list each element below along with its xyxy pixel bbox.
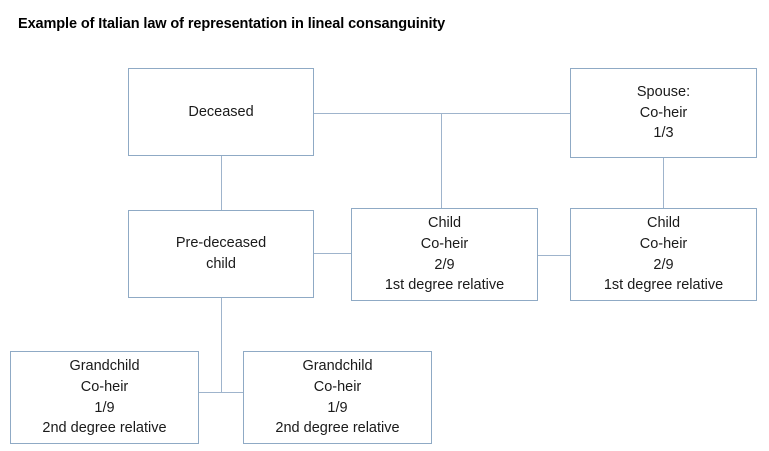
spouse-box-line-2: Co-heir — [639, 104, 688, 121]
spouse-box-line-1: Spouse: — [636, 84, 691, 101]
child-2-box-line-3: 2/9 — [653, 256, 674, 273]
connector-deceased-to-predeceased-child — [221, 155, 222, 211]
grandchild-2-box-line-4: 2nd degree relative — [275, 420, 400, 437]
grandchild-2-box-line-2: Co-heir — [313, 378, 362, 395]
child-1-box-line-4: 1st degree relative — [384, 277, 505, 294]
grandchild-1-box-line-1: Grandchild — [69, 358, 140, 375]
spouse-box-line-3: 1/3 — [653, 125, 674, 142]
child-2-box-line-1: Child — [646, 215, 681, 232]
page-title: Example of Italian law of representation… — [18, 16, 446, 32]
pre-deceased-child-box-line-1: Pre-deceased — [175, 235, 267, 252]
spouse-box[interactable]: Spouse: Co-heir 1/3 — [570, 68, 757, 158]
connector-predeceased-child-to-grandchildren — [221, 297, 222, 393]
grandchild-1-box-line-3: 1/9 — [94, 399, 115, 416]
grandchild-1-box-line-2: Co-heir — [80, 378, 129, 395]
pre-deceased-child-box-line-2: child — [206, 256, 236, 272]
pre-deceased-child-box[interactable]: Pre-deceased child — [128, 210, 314, 298]
connector-predeceased-child-to-child-1 — [313, 253, 352, 254]
connector-spouse-to-child-2 — [663, 157, 664, 209]
child-2-box-line-4: 1st degree relative — [603, 277, 724, 294]
grandchild-2-box-line-1: Grandchild — [302, 358, 373, 375]
deceased-box-line-1: Deceased — [188, 103, 254, 120]
connector-child-1-to-child-2 — [537, 255, 571, 256]
connector-deceased-to-spouse — [313, 113, 571, 114]
deceased-box[interactable]: Deceased — [128, 68, 314, 156]
connector-marriage-to-child-1 — [441, 113, 442, 209]
child-1-box-line-1: Child — [427, 215, 462, 232]
connector-grandchild-1-to-grandchild-2 — [198, 392, 244, 393]
child-2-box-line-2: Co-heir — [639, 235, 688, 252]
child-1-box-line-3: 2/9 — [434, 256, 455, 273]
grandchild-2-box-line-3: 1/9 — [327, 399, 348, 416]
grandchild-1-box-line-4: 2nd degree relative — [42, 420, 167, 437]
child-1-box-line-2: Co-heir — [420, 235, 469, 252]
